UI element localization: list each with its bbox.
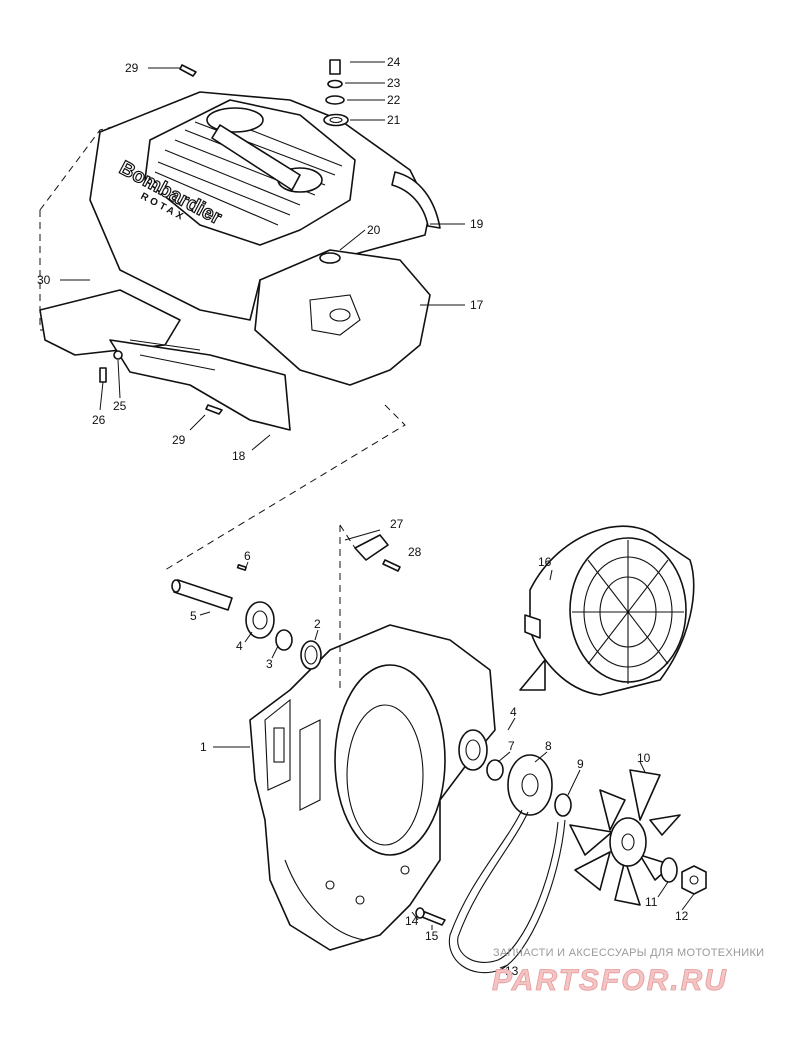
pulley-group xyxy=(458,729,572,817)
callout-4-top: 4 xyxy=(236,639,243,653)
fan-guard xyxy=(519,525,695,696)
callout-16: 16 xyxy=(538,555,552,569)
assembly-link-dashed xyxy=(164,404,406,571)
callout-4-bottom: 4 xyxy=(510,705,517,719)
callout-28: 28 xyxy=(408,545,422,559)
watermark-tagline: ЗАПЧАСТИ И АКСЕССУАРЫ ДЛЯ МОТОТЕХНИКИ xyxy=(493,947,764,959)
callout-3: 3 xyxy=(266,657,273,671)
drive-shaft-group xyxy=(171,564,322,670)
callout-24: 24 xyxy=(387,55,401,69)
callout-25: 25 xyxy=(113,399,127,413)
callout-6: 6 xyxy=(244,549,251,563)
callout-27: 27 xyxy=(390,517,404,531)
drive-belt xyxy=(448,809,566,974)
callout-17: 17 xyxy=(470,298,484,312)
callout-7: 7 xyxy=(508,739,515,753)
housing-bolt xyxy=(415,907,446,926)
callout-labels: 29 24 23 22 21 19 20 30 17 25 26 29 18 2… xyxy=(37,55,689,978)
leader-lines xyxy=(60,61,695,969)
cooling-fan xyxy=(569,769,707,906)
callout-14: 14 xyxy=(405,914,419,928)
callout-19: 19 xyxy=(470,217,484,231)
callout-11: 11 xyxy=(645,895,658,909)
watermark-logo-text: PARTSFOR.RU xyxy=(492,964,728,997)
callout-9: 9 xyxy=(577,757,584,771)
callout-13: 13 xyxy=(505,964,519,978)
watermark: ЗАПЧАСТИ И АКСЕССУАРЫ ДЛЯ МОТОТЕХНИКИ PA… xyxy=(492,947,764,997)
callout-22: 22 xyxy=(387,93,401,107)
cover-fasteners xyxy=(99,59,349,415)
callout-1: 1 xyxy=(200,740,207,754)
engine-top-cover: Bombardier ROTAX xyxy=(39,91,441,431)
clip-and-bolt xyxy=(339,524,401,690)
callout-29-top: 29 xyxy=(125,61,139,75)
callout-21: 21 xyxy=(387,113,401,127)
callout-18: 18 xyxy=(232,449,246,463)
callout-15: 15 xyxy=(425,929,439,943)
callout-8: 8 xyxy=(545,739,552,753)
callout-10: 10 xyxy=(637,751,651,765)
callout-30: 30 xyxy=(37,273,51,287)
callout-29-bottom: 29 xyxy=(172,433,186,447)
callout-5: 5 xyxy=(190,609,197,623)
fan-housing xyxy=(249,624,496,951)
callout-20: 20 xyxy=(367,223,381,237)
callout-26: 26 xyxy=(92,413,106,427)
callout-2: 2 xyxy=(314,617,321,631)
callout-12: 12 xyxy=(675,909,689,923)
callout-23: 23 xyxy=(387,76,401,90)
